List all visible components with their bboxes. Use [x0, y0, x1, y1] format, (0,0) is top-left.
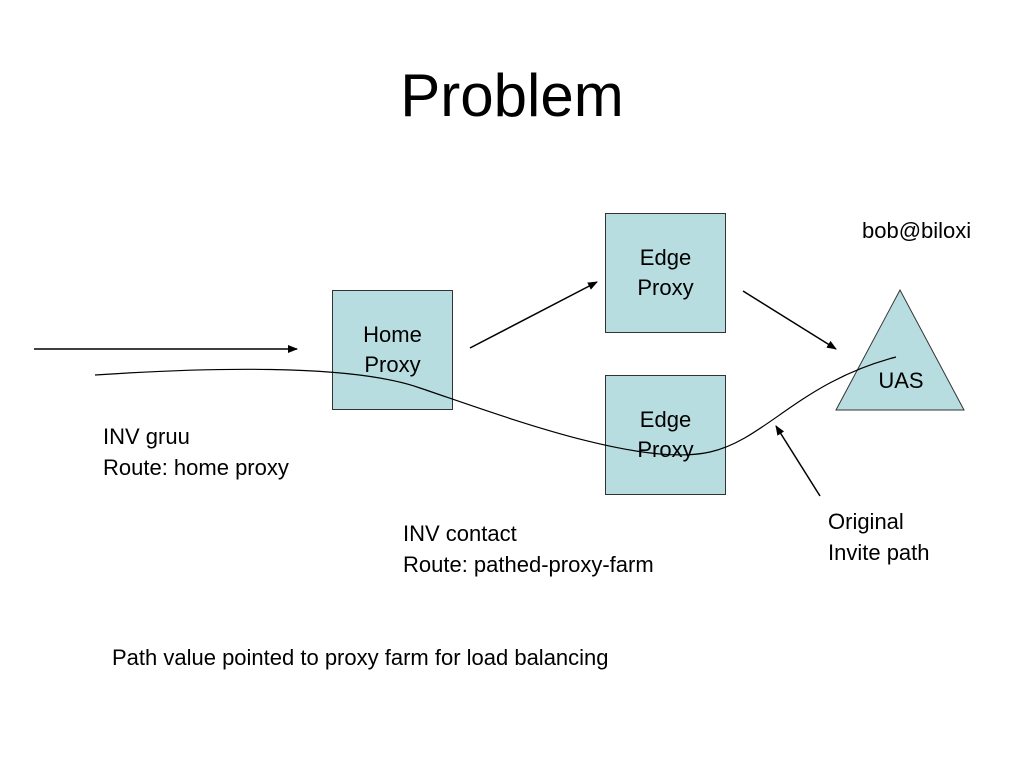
uas-triangle [835, 288, 965, 411]
user-address-label: bob@biloxi [862, 218, 972, 243]
inv-contact-line2: Route: pathed-proxy-farm [403, 552, 654, 577]
home-to-edge-arrow [469, 281, 598, 349]
edge-proxy-top-box: Edge Proxy [605, 213, 726, 333]
edge-proxy-bottom-label-line2: Proxy [637, 437, 694, 462]
inv-contact-label: INV contact Route: pathed-proxy-farm [403, 518, 654, 580]
edge-to-uas-arrow [742, 290, 837, 350]
original-path-line1: Original [828, 509, 904, 534]
home-proxy-box: Home Proxy [332, 290, 453, 410]
inv-contact-line1: INV contact [403, 521, 517, 546]
uas-label: UAS [878, 368, 924, 393]
edge-proxy-top-label-line2: Proxy [637, 275, 694, 300]
edge-proxy-bottom-label-line1: Edge [639, 407, 692, 432]
edge-proxy-bottom-box: Edge Proxy [605, 375, 726, 495]
request-path-curve [94, 356, 897, 456]
original-path-pointer-arrow [775, 425, 821, 497]
footer-note: Path value pointed to proxy farm for loa… [112, 645, 609, 670]
slide-title: Problem [400, 62, 624, 129]
home-proxy-label-line2: Proxy [364, 352, 421, 377]
edge-proxy-top-label-line1: Edge [639, 245, 692, 270]
home-proxy-label-line1: Home [363, 322, 422, 347]
inv-gruu-line2: Route: home proxy [103, 455, 289, 480]
original-path-line2: Invite path [828, 540, 930, 565]
original-path-label: Original Invite path [828, 506, 930, 568]
inv-gruu-line1: INV gruu [103, 424, 190, 449]
inv-gruu-label: INV gruu Route: home proxy [103, 421, 289, 483]
